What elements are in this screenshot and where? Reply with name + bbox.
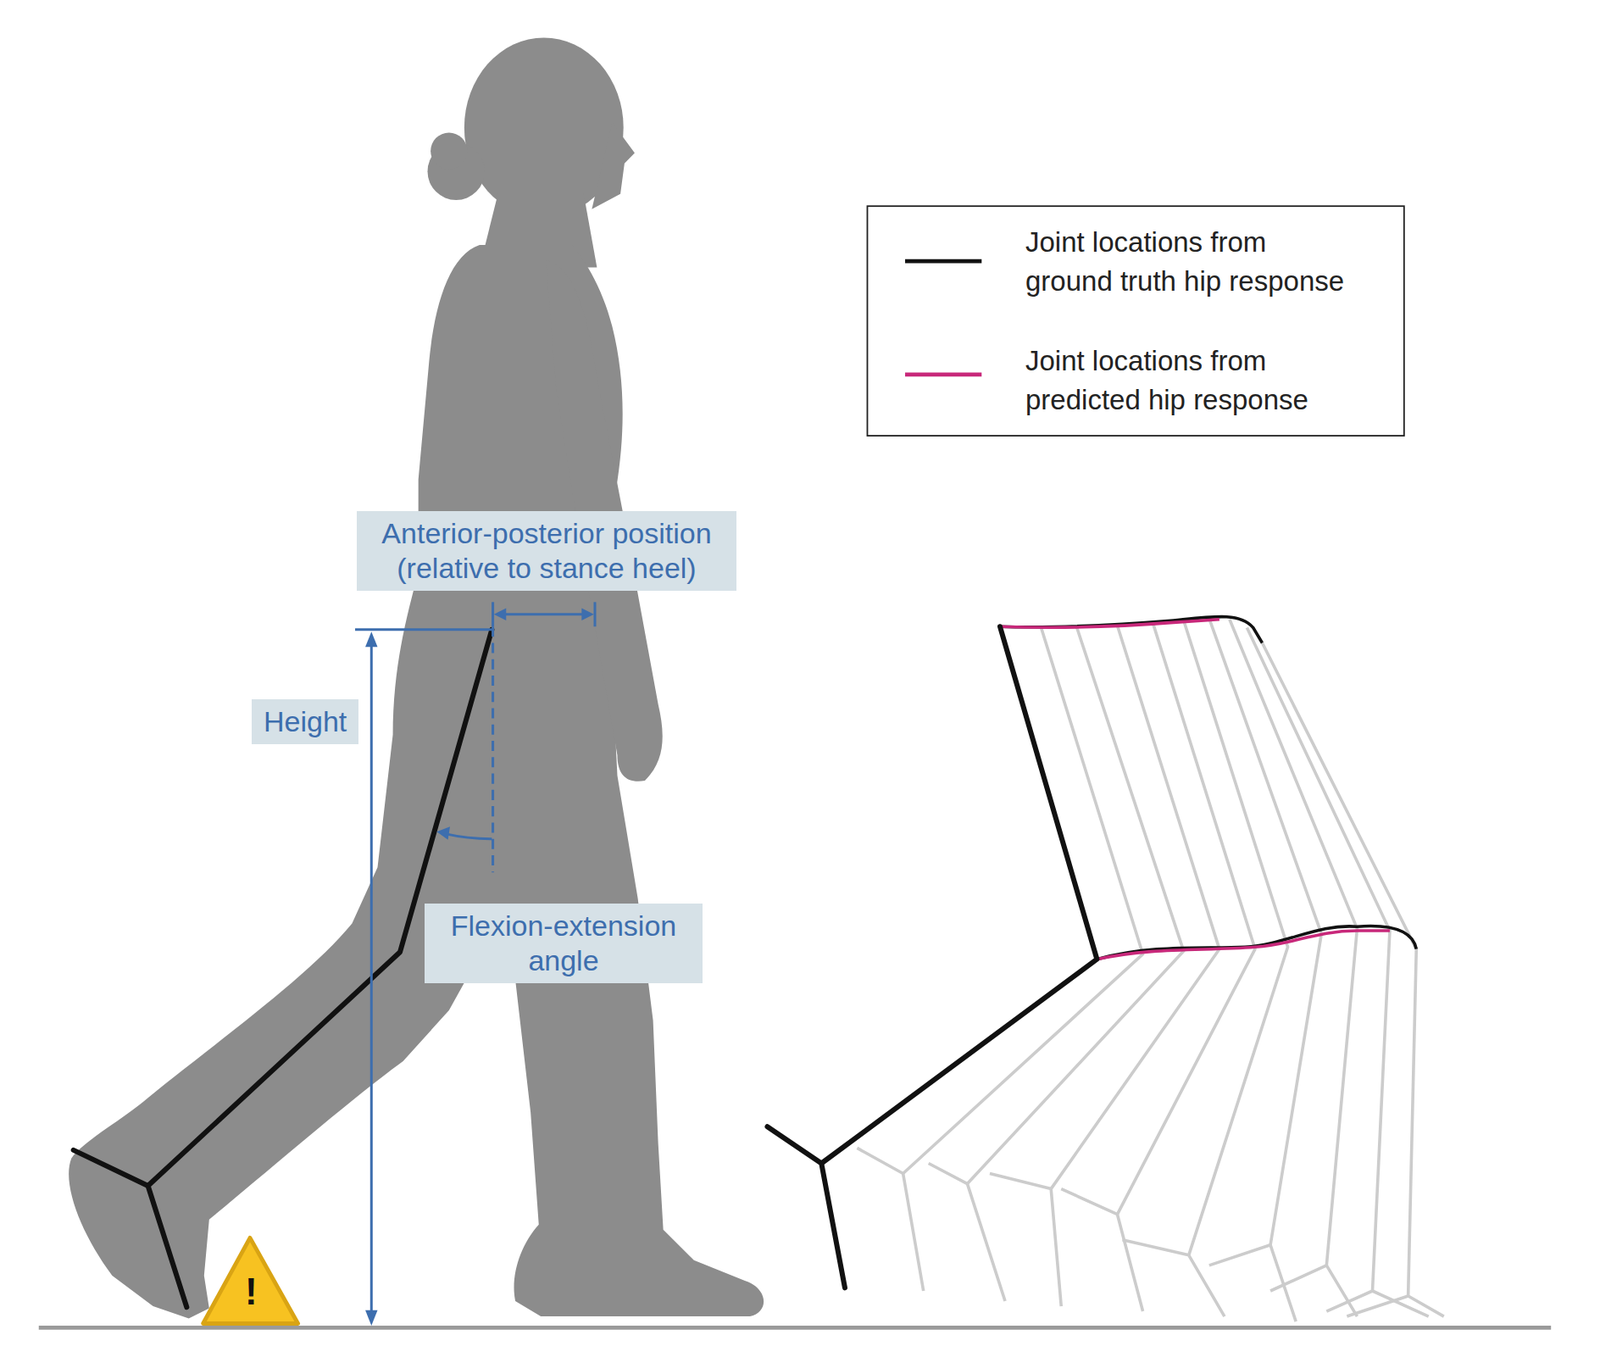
dimension-lines [593,601,596,627]
gait-frames [856,618,1444,1323]
gait-frames [1209,618,1322,1245]
dimension-lines [370,642,373,1314]
label-text: Anterior-posterior position (relative to… [368,516,725,586]
joint-trajectories [1000,619,1220,628]
legend-text: Joint locations from ground truth hip re… [1025,222,1351,301]
arrowheads [436,826,450,840]
ground-line [38,1325,1551,1330]
current-pose [766,1126,845,1288]
joint-trajectories [1000,616,1262,644]
gait-frames [1183,620,1289,1256]
warning-mark: ! [244,1272,258,1311]
walking-silhouette [591,122,635,209]
legend-text: Joint locations from predicted hip respo… [1025,341,1351,420]
label-text: Height [263,704,347,739]
leg-skeleton [73,1150,188,1307]
gait-frames [1229,619,1358,1266]
arrowheads [494,608,506,621]
gait-frames [1209,1244,1296,1322]
gait-frames [1346,1295,1444,1317]
angle-label: Flexion-extension angle [424,903,703,984]
gait-frames [966,626,1184,1184]
dimension-label: Height [251,699,359,745]
gait-frames [1326,1290,1428,1317]
arrowheads [581,608,594,621]
current-pose [766,626,1097,1288]
dimension-lines [491,626,495,873]
legend-box [905,259,982,264]
gait-frames [1261,642,1417,1296]
dimension-label: Anterior-posterior position (relative to… [356,511,737,591]
dimension-lines [491,601,495,627]
walking-silhouette [68,38,764,1319]
joint-trajectories [1096,926,1417,960]
legend-box [866,205,1404,436]
gait-frames [1270,1265,1357,1317]
label-text: Flexion-extension angle [436,908,691,978]
dimension-lines [444,833,492,839]
gait-frames [1122,1239,1224,1317]
gait-frames [989,1173,1062,1307]
gait-frames [1050,625,1220,1189]
walking-silhouette [68,244,764,1319]
dimension-lines [500,612,589,616]
gait-frames [1061,1188,1143,1312]
joint-trajectories [1096,930,1390,960]
gait-frames [856,1147,923,1291]
warning-triangle [203,1237,299,1323]
arrowheads [365,1310,378,1326]
gait-frames [1246,627,1390,1291]
legend-box [905,372,982,377]
legend-box [866,205,1404,436]
joint-trajectories [1000,616,1417,960]
walking-silhouette [430,133,467,170]
gait-frames [928,1162,1006,1301]
current-pose [821,626,1097,1163]
gait-frames [1116,623,1256,1215]
dimension-lines [355,627,495,631]
arrowheads [365,631,378,647]
